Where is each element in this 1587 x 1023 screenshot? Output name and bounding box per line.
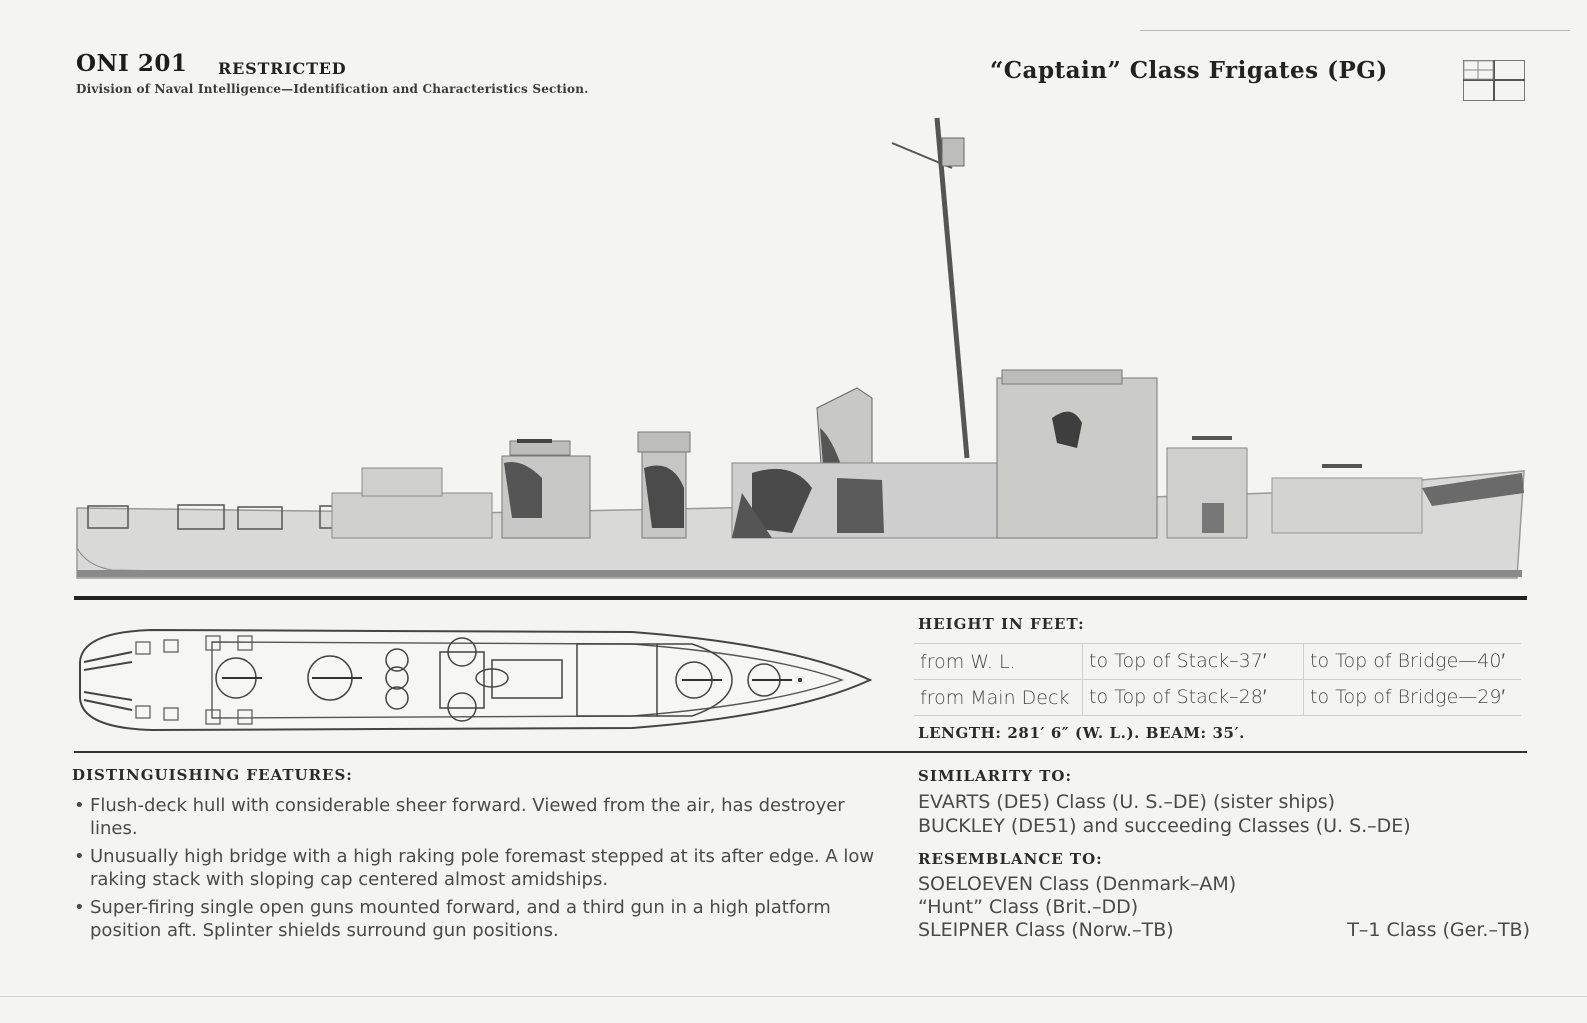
section-divider-middle [74, 751, 1527, 753]
list-item-right: T–1 Class (Ger.–TB) [1347, 919, 1530, 941]
table-cell: to Top of Stack–37′ [1082, 643, 1304, 680]
table-cell: to Top of Bridge—40′ [1303, 643, 1521, 680]
division-line: Division of Naval Intelligence—Identific… [76, 82, 589, 96]
table-cell: from W. L. [914, 643, 1083, 680]
height-table: from W. L. to Top of Stack–37′ to Top of… [914, 643, 1521, 716]
document-id: ONI 201 [76, 50, 188, 77]
table-cell: from Main Deck [914, 679, 1083, 716]
list-item: SLEIPNER Class (Norw.–TB) [918, 919, 1174, 941]
height-heading: HEIGHT IN FEET: [918, 615, 1085, 633]
ensign-flag-icon [1463, 60, 1525, 101]
list-item: •Flush-deck hull with considerable sheer… [74, 795, 845, 839]
section-divider-top [74, 596, 1527, 600]
table-row: from W. L. to Top of Stack–37′ to Top of… [914, 643, 1521, 680]
list-item: “Hunt” Class (Brit.–DD) [918, 896, 1139, 918]
feature-text: Unusually high bridge with a high raking… [90, 846, 875, 890]
resemblance-heading: RESEMBLANCE TO: [918, 850, 1103, 868]
list-item: EVARTS (DE5) Class (U. S.–DE) (sister sh… [918, 791, 1336, 813]
table-row: from Main Deck to Top of Stack–28′ to To… [914, 679, 1521, 716]
similarity-list: EVARTS (DE5) Class (U. S.–DE) (sister sh… [918, 790, 1411, 838]
table-cell: to Top of Stack–28′ [1082, 679, 1304, 716]
list-item-row: SLEIPNER Class (Norw.–TB) T–1 Class (Ger… [918, 919, 1530, 942]
list-item: SOELOEVEN Class (Denmark–AM) [918, 873, 1237, 895]
classification-label: RESTRICTED [218, 59, 347, 78]
ship-plan-view-illustration [79, 628, 873, 732]
list-item: BUCKLEY (DE51) and succeeding Classes (U… [918, 815, 1411, 837]
feature-text: Flush-deck hull with considerable sheer … [90, 795, 845, 839]
bottom-border-line [0, 996, 1587, 997]
distinguishing-list: •Flush-deck hull with considerable sheer… [74, 794, 879, 947]
table-cell: to Top of Bridge—29′ [1303, 679, 1521, 716]
page-title: “Captain” Class Frigates (PG) [990, 57, 1388, 84]
distinguishing-heading: DISTINGUISHING FEATURES: [72, 766, 353, 784]
list-item: •Unusually high bridge with a high rakin… [74, 846, 875, 890]
length-beam-line: LENGTH: 281′ 6″ (W. L.). BEAM: 35′. [918, 724, 1245, 742]
resemblance-list: SOELOEVEN Class (Denmark–AM) “Hunt” Clas… [918, 873, 1530, 942]
ship-profile-illustration [76, 117, 1525, 579]
similarity-heading: SIMILARITY TO: [918, 767, 1072, 785]
feature-text: Super-firing single open guns mounted fo… [90, 897, 831, 941]
top-border-line [1140, 30, 1570, 31]
list-item: •Super-firing single open guns mounted f… [74, 897, 831, 941]
